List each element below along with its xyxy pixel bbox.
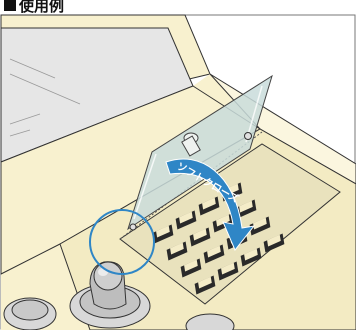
heading-marker-icon bbox=[4, 0, 16, 11]
section-heading: 使用例 bbox=[4, 0, 64, 14]
round-button[interactable] bbox=[4, 298, 56, 330]
usage-illustration: ソフトクローズ bbox=[0, 14, 356, 330]
